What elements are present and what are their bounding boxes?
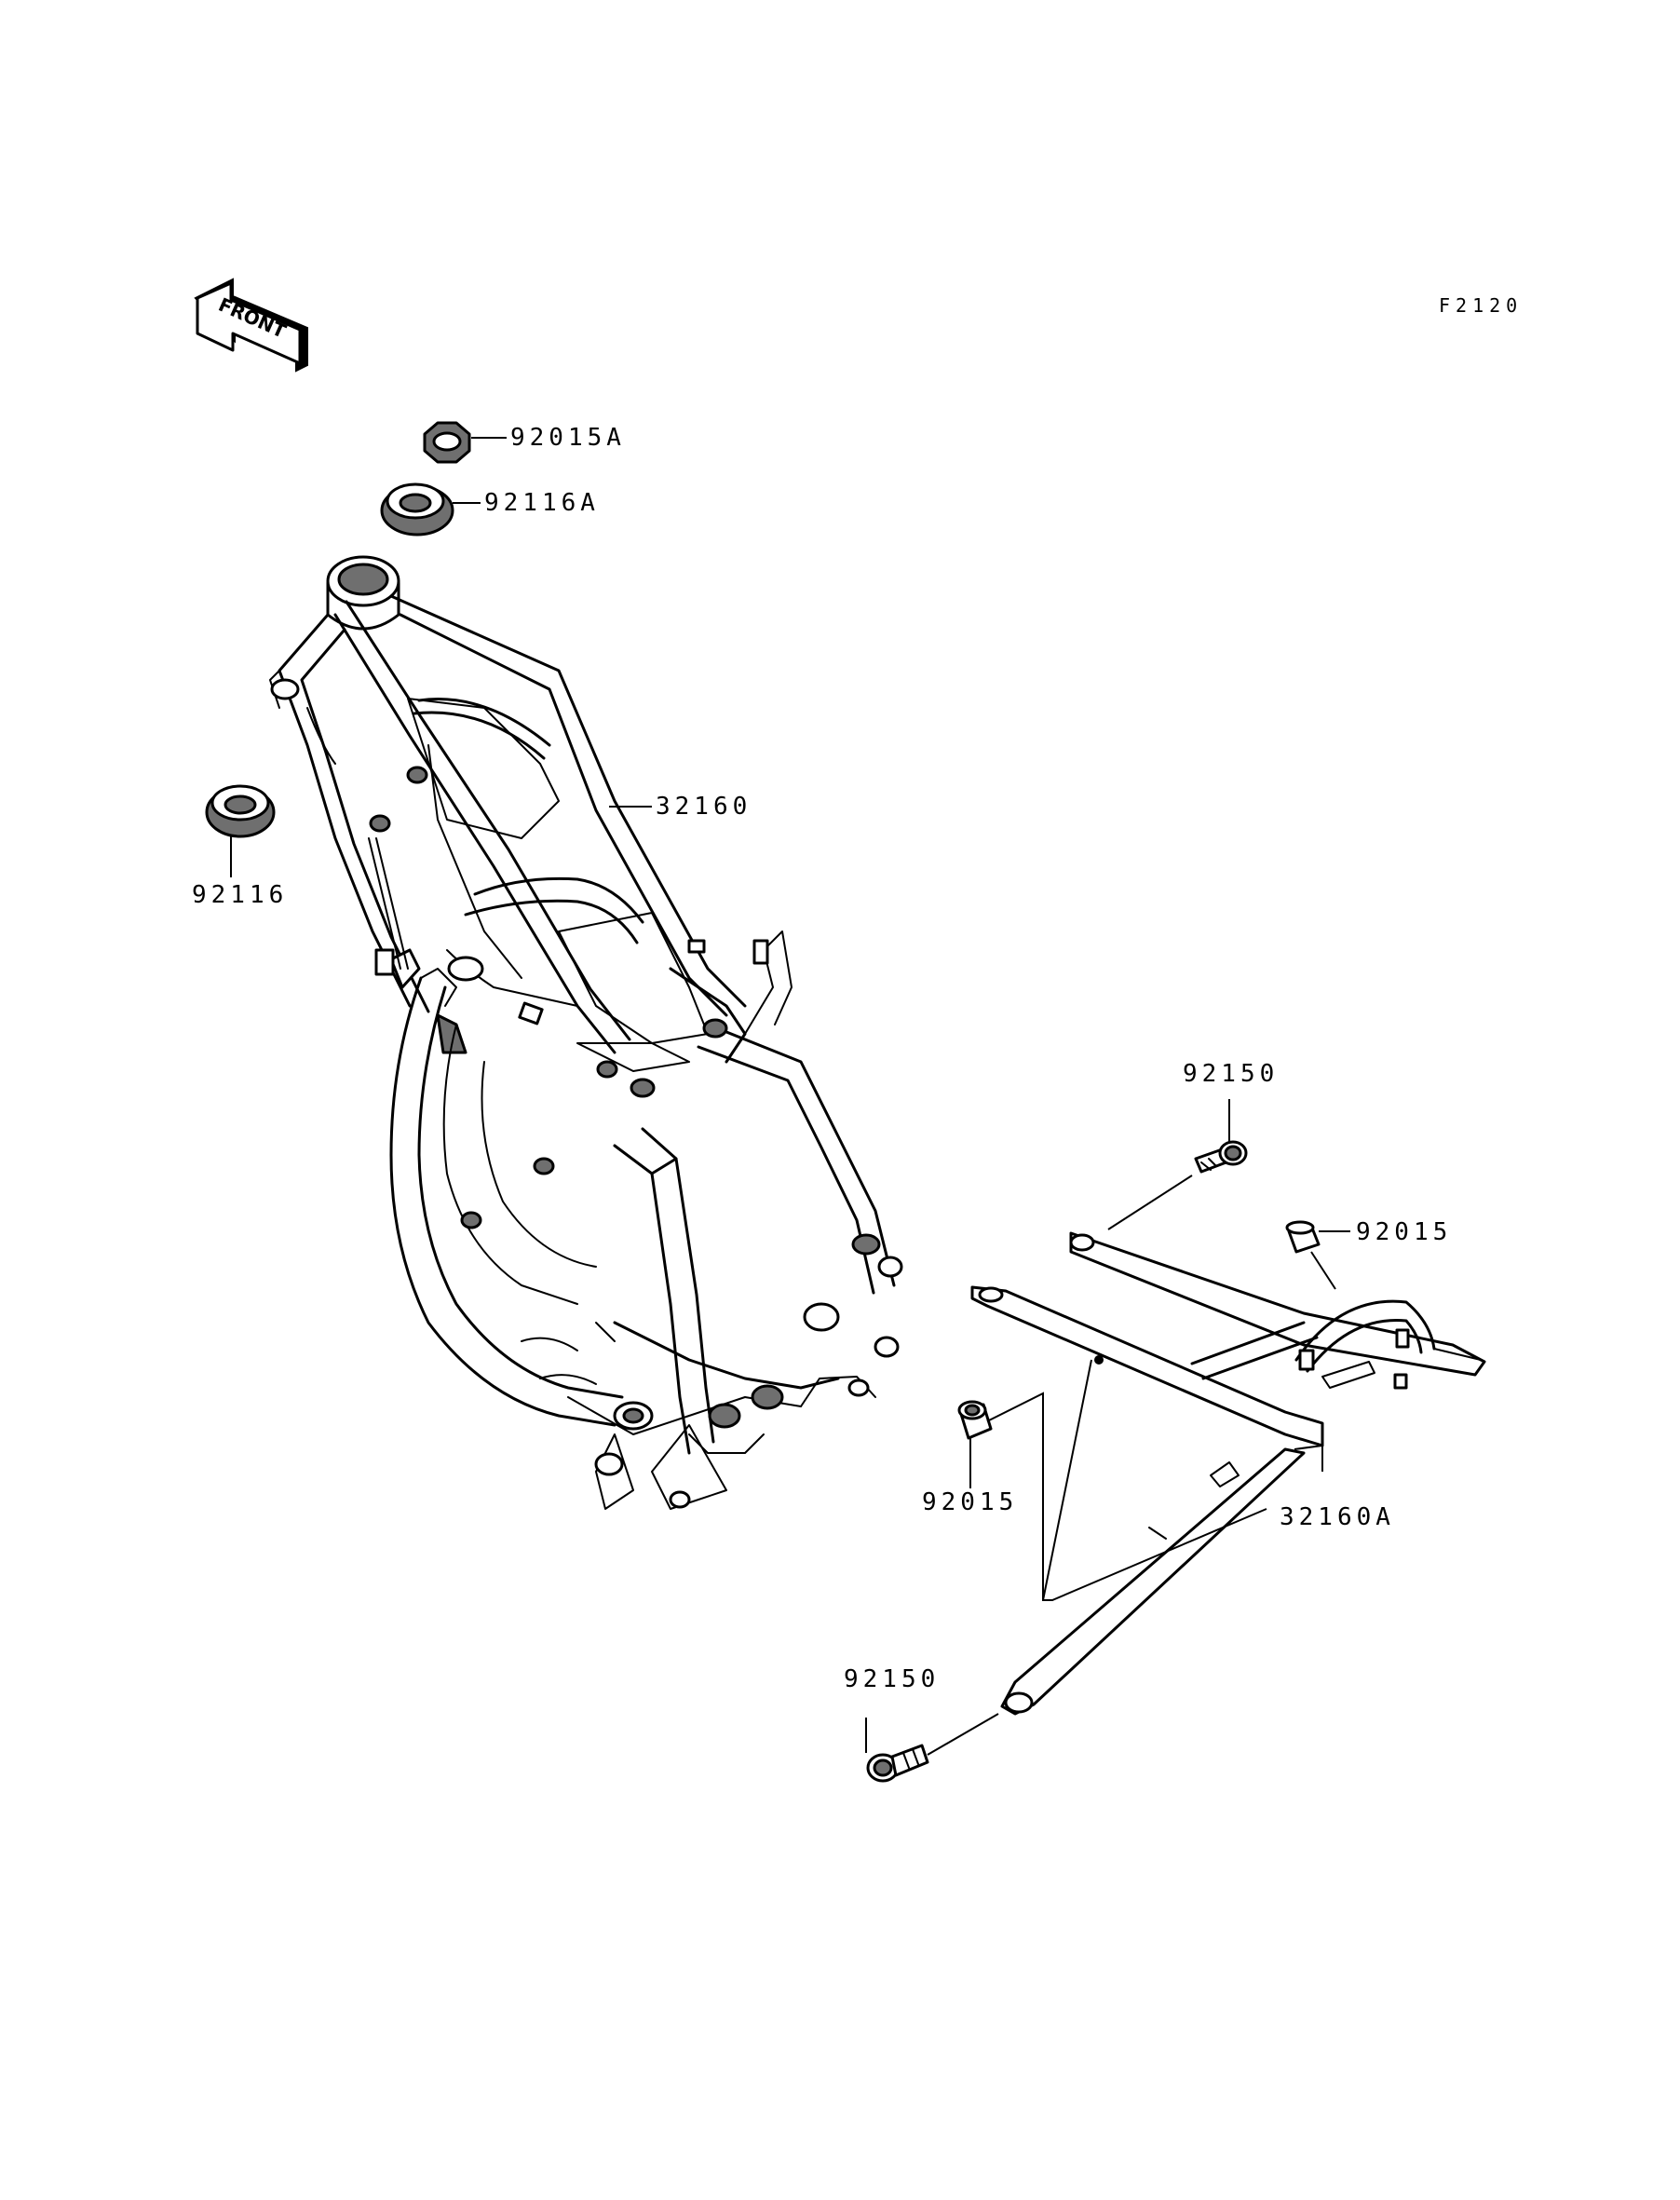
leader-92015-left-to-strut bbox=[1042, 1359, 1092, 1601]
leader-32160a bbox=[1294, 1444, 1323, 1472]
label-92015a: 92015A bbox=[510, 424, 626, 452]
leader-92150-top-to-rail bbox=[1107, 1175, 1193, 1230]
label-32160: 32160 bbox=[656, 793, 752, 821]
label-92116a: 92116A bbox=[484, 489, 600, 517]
collar-92015-left-icon bbox=[957, 1400, 993, 1440]
leader-92150-bottom-to-strut bbox=[927, 1713, 999, 1756]
leader-92015-right-to-frame bbox=[1310, 1251, 1336, 1290]
main-frame-32160-icon bbox=[269, 555, 903, 1510]
seal-92116-icon bbox=[205, 784, 276, 838]
nut-92015a-icon bbox=[423, 421, 471, 464]
label-92116: 92116 bbox=[192, 881, 289, 909]
bolt-92150-bottom-icon bbox=[866, 1744, 929, 1783]
label-92015-left: 92015 bbox=[922, 1488, 1019, 1516]
seal-92116a-icon bbox=[380, 482, 454, 536]
label-92015-right: 92015 bbox=[1356, 1218, 1453, 1246]
bolt-92150-top-icon bbox=[1194, 1140, 1248, 1174]
leader-92015-left-to-frame bbox=[986, 1392, 1267, 1601]
label-92150-top: 92150 bbox=[1183, 1060, 1280, 1088]
front-direction-arrow-icon: FRONT bbox=[194, 278, 308, 373]
figure-code: F2120 bbox=[1439, 294, 1524, 317]
subframe-32160a-icon bbox=[970, 1231, 1486, 1716]
label-32160a: 32160A bbox=[1280, 1503, 1395, 1531]
label-92150-bottom: 92150 bbox=[844, 1665, 941, 1693]
collar-92015-right-icon bbox=[1285, 1220, 1321, 1254]
